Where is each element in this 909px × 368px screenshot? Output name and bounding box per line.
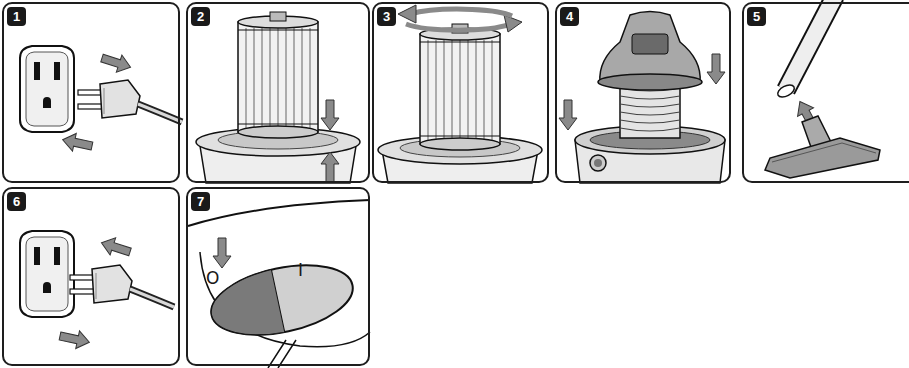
press-arrow bbox=[213, 238, 231, 268]
step-panel: 1 bbox=[2, 2, 180, 183]
extension-wand-fill bbox=[786, 0, 835, 90]
hose-inlet-hole bbox=[594, 159, 602, 167]
motion-arrow bbox=[58, 327, 91, 351]
housing-edge bbox=[188, 200, 370, 226]
step-number: 6 bbox=[7, 192, 26, 211]
switch-body bbox=[205, 254, 359, 347]
switch-marking: O bbox=[206, 270, 219, 287]
motion-arrow bbox=[99, 234, 133, 260]
step-number: 7 bbox=[191, 192, 210, 211]
motion-arrow bbox=[321, 152, 339, 182]
power-plug bbox=[78, 80, 182, 122]
step-panel: 4 bbox=[555, 2, 731, 183]
motion-arrow bbox=[99, 49, 133, 75]
filter-pleats bbox=[620, 88, 680, 131]
step-panel: 3 bbox=[372, 2, 549, 183]
motion-arrow bbox=[321, 100, 339, 130]
switch-pressed-side bbox=[205, 270, 285, 347]
cartridge-filter bbox=[238, 12, 318, 138]
wall-outlet bbox=[20, 46, 74, 132]
power-cord bbox=[268, 340, 296, 368]
step-number: 1 bbox=[7, 7, 26, 26]
step-panel: 5 bbox=[742, 2, 909, 183]
motor-head bbox=[600, 12, 700, 83]
step-number: 3 bbox=[377, 7, 396, 26]
motion-arrow bbox=[707, 54, 725, 84]
motion-arrow bbox=[559, 100, 577, 130]
hose-inlet bbox=[590, 155, 606, 171]
rotation-arrow bbox=[406, 24, 510, 30]
switch-marking: I bbox=[298, 262, 303, 279]
step-panel: 2 bbox=[186, 2, 370, 183]
motor-head-label bbox=[632, 34, 668, 54]
step-number: 4 bbox=[560, 7, 579, 26]
wand-end bbox=[776, 82, 797, 99]
cartridge-filter bbox=[420, 24, 500, 150]
rocker-switch bbox=[205, 254, 359, 347]
wall-outlet bbox=[20, 231, 74, 317]
floor-nozzle bbox=[765, 138, 880, 178]
extension-wand bbox=[786, 0, 835, 90]
nozzle-edge bbox=[772, 143, 876, 162]
step-number: 5 bbox=[747, 7, 766, 26]
rotation-arrowhead bbox=[504, 15, 522, 32]
step-number: 2 bbox=[191, 7, 210, 26]
switch-recess bbox=[200, 252, 370, 347]
step-panel: 6 bbox=[2, 187, 180, 366]
motor-head-rim bbox=[598, 74, 702, 90]
motion-arrow bbox=[61, 131, 94, 155]
rotation-arrow bbox=[410, 9, 512, 16]
power-plug bbox=[70, 265, 174, 307]
rotation-arrowhead bbox=[398, 5, 416, 23]
